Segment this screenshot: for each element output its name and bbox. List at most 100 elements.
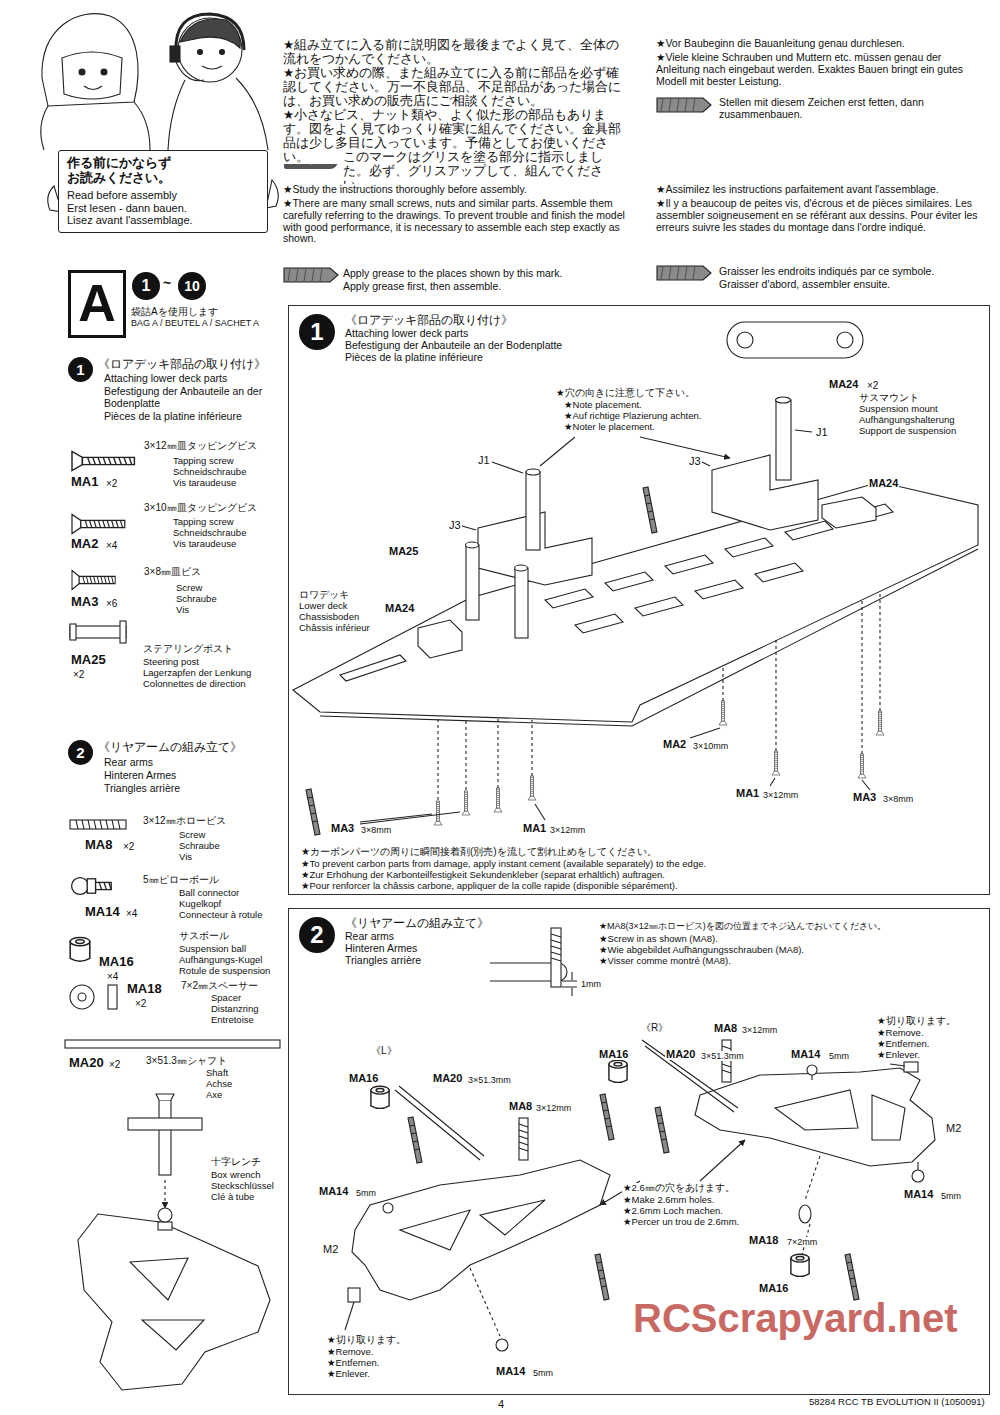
note-text: ★Make 2.6mm holes. bbox=[622, 1195, 715, 1206]
side-label: 《L》 bbox=[370, 1045, 398, 1056]
step-heading: 《リヤアームの組み立て》 bbox=[97, 741, 243, 754]
part-code: MA14 bbox=[903, 1188, 934, 1200]
note-text: ★2.6㎜の穴をあけます。 bbox=[622, 1183, 736, 1194]
part-code: MA8 bbox=[84, 838, 113, 853]
side-label: 《R》 bbox=[640, 1022, 669, 1033]
part-code: MA16 bbox=[598, 1048, 629, 1060]
watermark: RCScrapyard.net bbox=[632, 1296, 959, 1341]
dimension: 3×10mm bbox=[692, 741, 729, 751]
note-text: ★カーボンパーツの周りに瞬間接着剤(別売)を流して割れ止めをしてください。 bbox=[300, 846, 658, 857]
part-code: MA18 bbox=[126, 982, 163, 997]
part-name: Screw bbox=[175, 583, 203, 594]
node-text: 2 bbox=[76, 744, 84, 761]
tool-name: 十字レンチ bbox=[210, 1156, 262, 1167]
part-code: J1 bbox=[477, 454, 491, 466]
part-name: 5㎜ピローボール bbox=[142, 874, 220, 885]
node-text: 10 bbox=[184, 278, 200, 294]
step-heading: Rear arms bbox=[103, 757, 154, 769]
part-name: Axe bbox=[205, 1090, 223, 1101]
note-text: ★Pour renforcer la châssis carbone, appl… bbox=[300, 881, 679, 892]
part-name: Spacer bbox=[210, 993, 242, 1004]
part-name: Screw bbox=[178, 830, 206, 841]
note-text: ★Noter le placement. bbox=[563, 422, 656, 433]
part-code: MA20 bbox=[665, 1048, 696, 1060]
dimension: 3×51.3mm bbox=[700, 1051, 745, 1061]
part-name: 3×51.3㎜シャフト bbox=[145, 1055, 228, 1066]
part-code: MA14 bbox=[84, 905, 121, 920]
dimension: 3×12mm bbox=[549, 825, 586, 835]
part-name: 3×10㎜皿タッピングビス bbox=[143, 502, 258, 513]
part-name: Schneidschraube bbox=[172, 467, 247, 478]
quantity: ×4 bbox=[105, 540, 118, 551]
instruction-text: ★Viele kleine Schrauben und Muttern etc.… bbox=[655, 52, 982, 87]
step-heading: Befestigung der Anbauteile an der Bodenp… bbox=[103, 386, 283, 410]
part-code: MA20 bbox=[68, 1056, 105, 1071]
dimension: 5mm bbox=[828, 1051, 850, 1061]
part-code: MA25 bbox=[70, 653, 107, 668]
dimension: 3×8mm bbox=[882, 794, 914, 804]
part-name: Tapping screw bbox=[172, 456, 235, 467]
bag-box: A bbox=[68, 270, 126, 338]
dimension: 3×8mm bbox=[360, 825, 392, 835]
part-code: MA8 bbox=[713, 1022, 738, 1034]
part-code: MA8 bbox=[508, 1100, 533, 1112]
part-code: MA16 bbox=[348, 1072, 379, 1084]
part-name: Schraube bbox=[175, 594, 218, 605]
quantity: ×2 bbox=[108, 1059, 121, 1070]
quantity: ×2 bbox=[72, 669, 85, 680]
tool-name: Steckschlüssel bbox=[210, 1181, 275, 1192]
quantity: ×2 bbox=[134, 998, 147, 1009]
quantity: ×2 bbox=[105, 478, 118, 489]
part-code: MA3 bbox=[70, 595, 99, 610]
note-text: ★切り取ります。 bbox=[876, 1016, 957, 1027]
part-name: Entretoise bbox=[210, 1015, 255, 1026]
note-text: ★Entfernen. bbox=[326, 1358, 380, 1369]
part-name: Lower deck bbox=[298, 601, 349, 612]
instruction-text: Apply grease first, then assemble. bbox=[342, 281, 502, 293]
part-name: Rotule de suspension bbox=[178, 966, 271, 977]
page-number: 4 bbox=[497, 1398, 505, 1410]
part-name: 3×8㎜皿ビス bbox=[143, 566, 202, 577]
dimension: 3×12mm bbox=[535, 1103, 572, 1113]
instruction-text: ★Study the instructions thoroughly befor… bbox=[282, 184, 528, 196]
note-text: ★To prevent carbon parts from damage, ap… bbox=[300, 859, 707, 870]
part-name: Aufhängungshalterung bbox=[858, 415, 956, 426]
dimension: 3×12mm bbox=[762, 790, 799, 800]
part-name: Ball connector bbox=[178, 888, 240, 899]
dimension: 7×2mm bbox=[786, 1237, 818, 1247]
step-circle: 1 bbox=[132, 272, 160, 300]
part-code: MA1 bbox=[522, 822, 547, 834]
step-circle: 2 bbox=[299, 917, 335, 953]
warning-sign: 作る前にかならず お読みください。Read before assemblyErs… bbox=[58, 150, 268, 233]
quantity: ×2 bbox=[866, 380, 879, 391]
instruction-text: Graisser les endroits indiqués par ce sy… bbox=[718, 266, 935, 278]
part-name: Chassisboden bbox=[298, 612, 360, 623]
dimension: 5mm bbox=[532, 1368, 554, 1378]
part-name: 7×2㎜スペーサー bbox=[180, 980, 259, 991]
bag-note: 袋詰Aを使用します bbox=[130, 306, 219, 317]
dimension: 5mm bbox=[355, 1188, 377, 1198]
node-text: Befestigung der Anbauteile an der Bodenp… bbox=[345, 339, 989, 351]
part-code: MA2 bbox=[70, 537, 99, 552]
instruction-text: ★お買い求めの際、また組み立てに入る前に部品を必ず確認してください。万一不良部品… bbox=[282, 66, 629, 108]
note-text: ★Wie abgebildet Aufhängungsschrauben (MA… bbox=[598, 945, 805, 956]
part-code: MA1 bbox=[70, 475, 99, 490]
part-name: Steering post bbox=[142, 657, 200, 668]
instruction-text: Apply grease to the places shown by this… bbox=[342, 268, 563, 280]
part-code: M2 bbox=[322, 1243, 339, 1255]
instruction-text: Stellen mit diesem Zeichen erst fetten, … bbox=[718, 97, 980, 121]
part-code: J3 bbox=[688, 455, 702, 467]
part-code: MA25 bbox=[388, 545, 419, 557]
part-name: ステアリングポスト bbox=[142, 643, 234, 654]
part-code: J1 bbox=[815, 426, 829, 438]
instruction-text: ★Vor Baubeginn die Bauanleitung genau du… bbox=[655, 38, 906, 50]
note-text: ★Entfernen. bbox=[876, 1039, 930, 1050]
step-circle: 10 bbox=[178, 272, 206, 300]
node-text: Lisez avant l'assemblage. bbox=[67, 214, 259, 227]
node-text: 1 bbox=[310, 318, 323, 346]
quantity: ×6 bbox=[105, 598, 118, 609]
part-name: Vis bbox=[178, 852, 193, 863]
part-name: Lagerzapfen der Lenkung bbox=[142, 668, 252, 679]
part-name: Achse bbox=[205, 1079, 233, 1090]
part-name: Suspension ball bbox=[178, 944, 247, 955]
